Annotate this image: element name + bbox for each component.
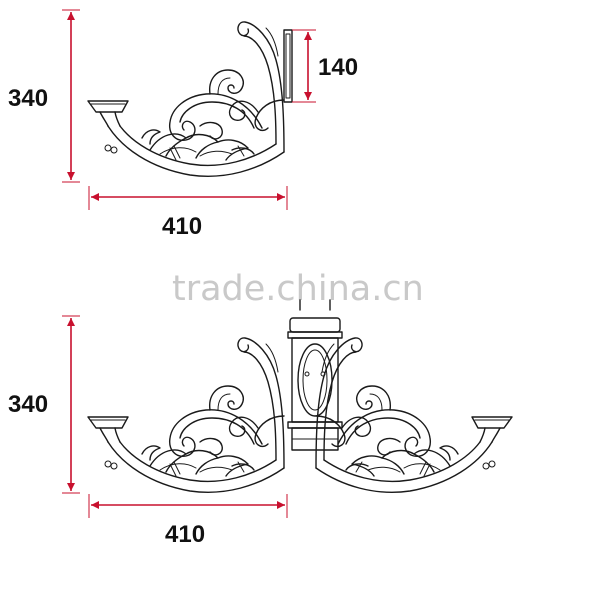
bottom-double-bracket-drawing [87, 299, 513, 493]
top-bracket-label: 140 [318, 54, 358, 81]
top-width-dimension: 410 [88, 186, 288, 240]
top-bracket-drawing [87, 21, 293, 177]
bottom-width-label: 410 [165, 521, 205, 548]
bottom-width-dimension: 410 [88, 494, 288, 548]
bottom-height-dimension: 340 [8, 315, 80, 494]
center-pole-fitting [287, 299, 343, 451]
top-width-label: 410 [162, 213, 202, 240]
top-height-label: 340 [8, 85, 48, 112]
top-bracket-dimension: 140 [292, 29, 358, 103]
bottom-height-label: 340 [8, 391, 48, 418]
watermark-text: trade.china.cn [172, 269, 424, 309]
top-height-dimension: 340 [8, 9, 80, 183]
